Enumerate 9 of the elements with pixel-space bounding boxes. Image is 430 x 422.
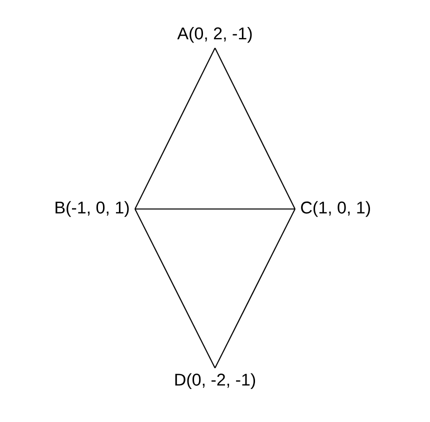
line bbox=[135, 208, 295, 210]
line bbox=[214, 48, 296, 210]
line bbox=[214, 208, 296, 368]
vertex-label: B(-1, 0, 1) bbox=[56, 201, 129, 217]
line bbox=[134, 208, 216, 368]
line bbox=[134, 48, 216, 210]
vertex-label: D(0, -2, -1) bbox=[175, 373, 256, 390]
vertex-label: C(1, 0, 1) bbox=[301, 201, 370, 217]
vertex-label: A(0, 2, -1) bbox=[177, 26, 252, 43]
